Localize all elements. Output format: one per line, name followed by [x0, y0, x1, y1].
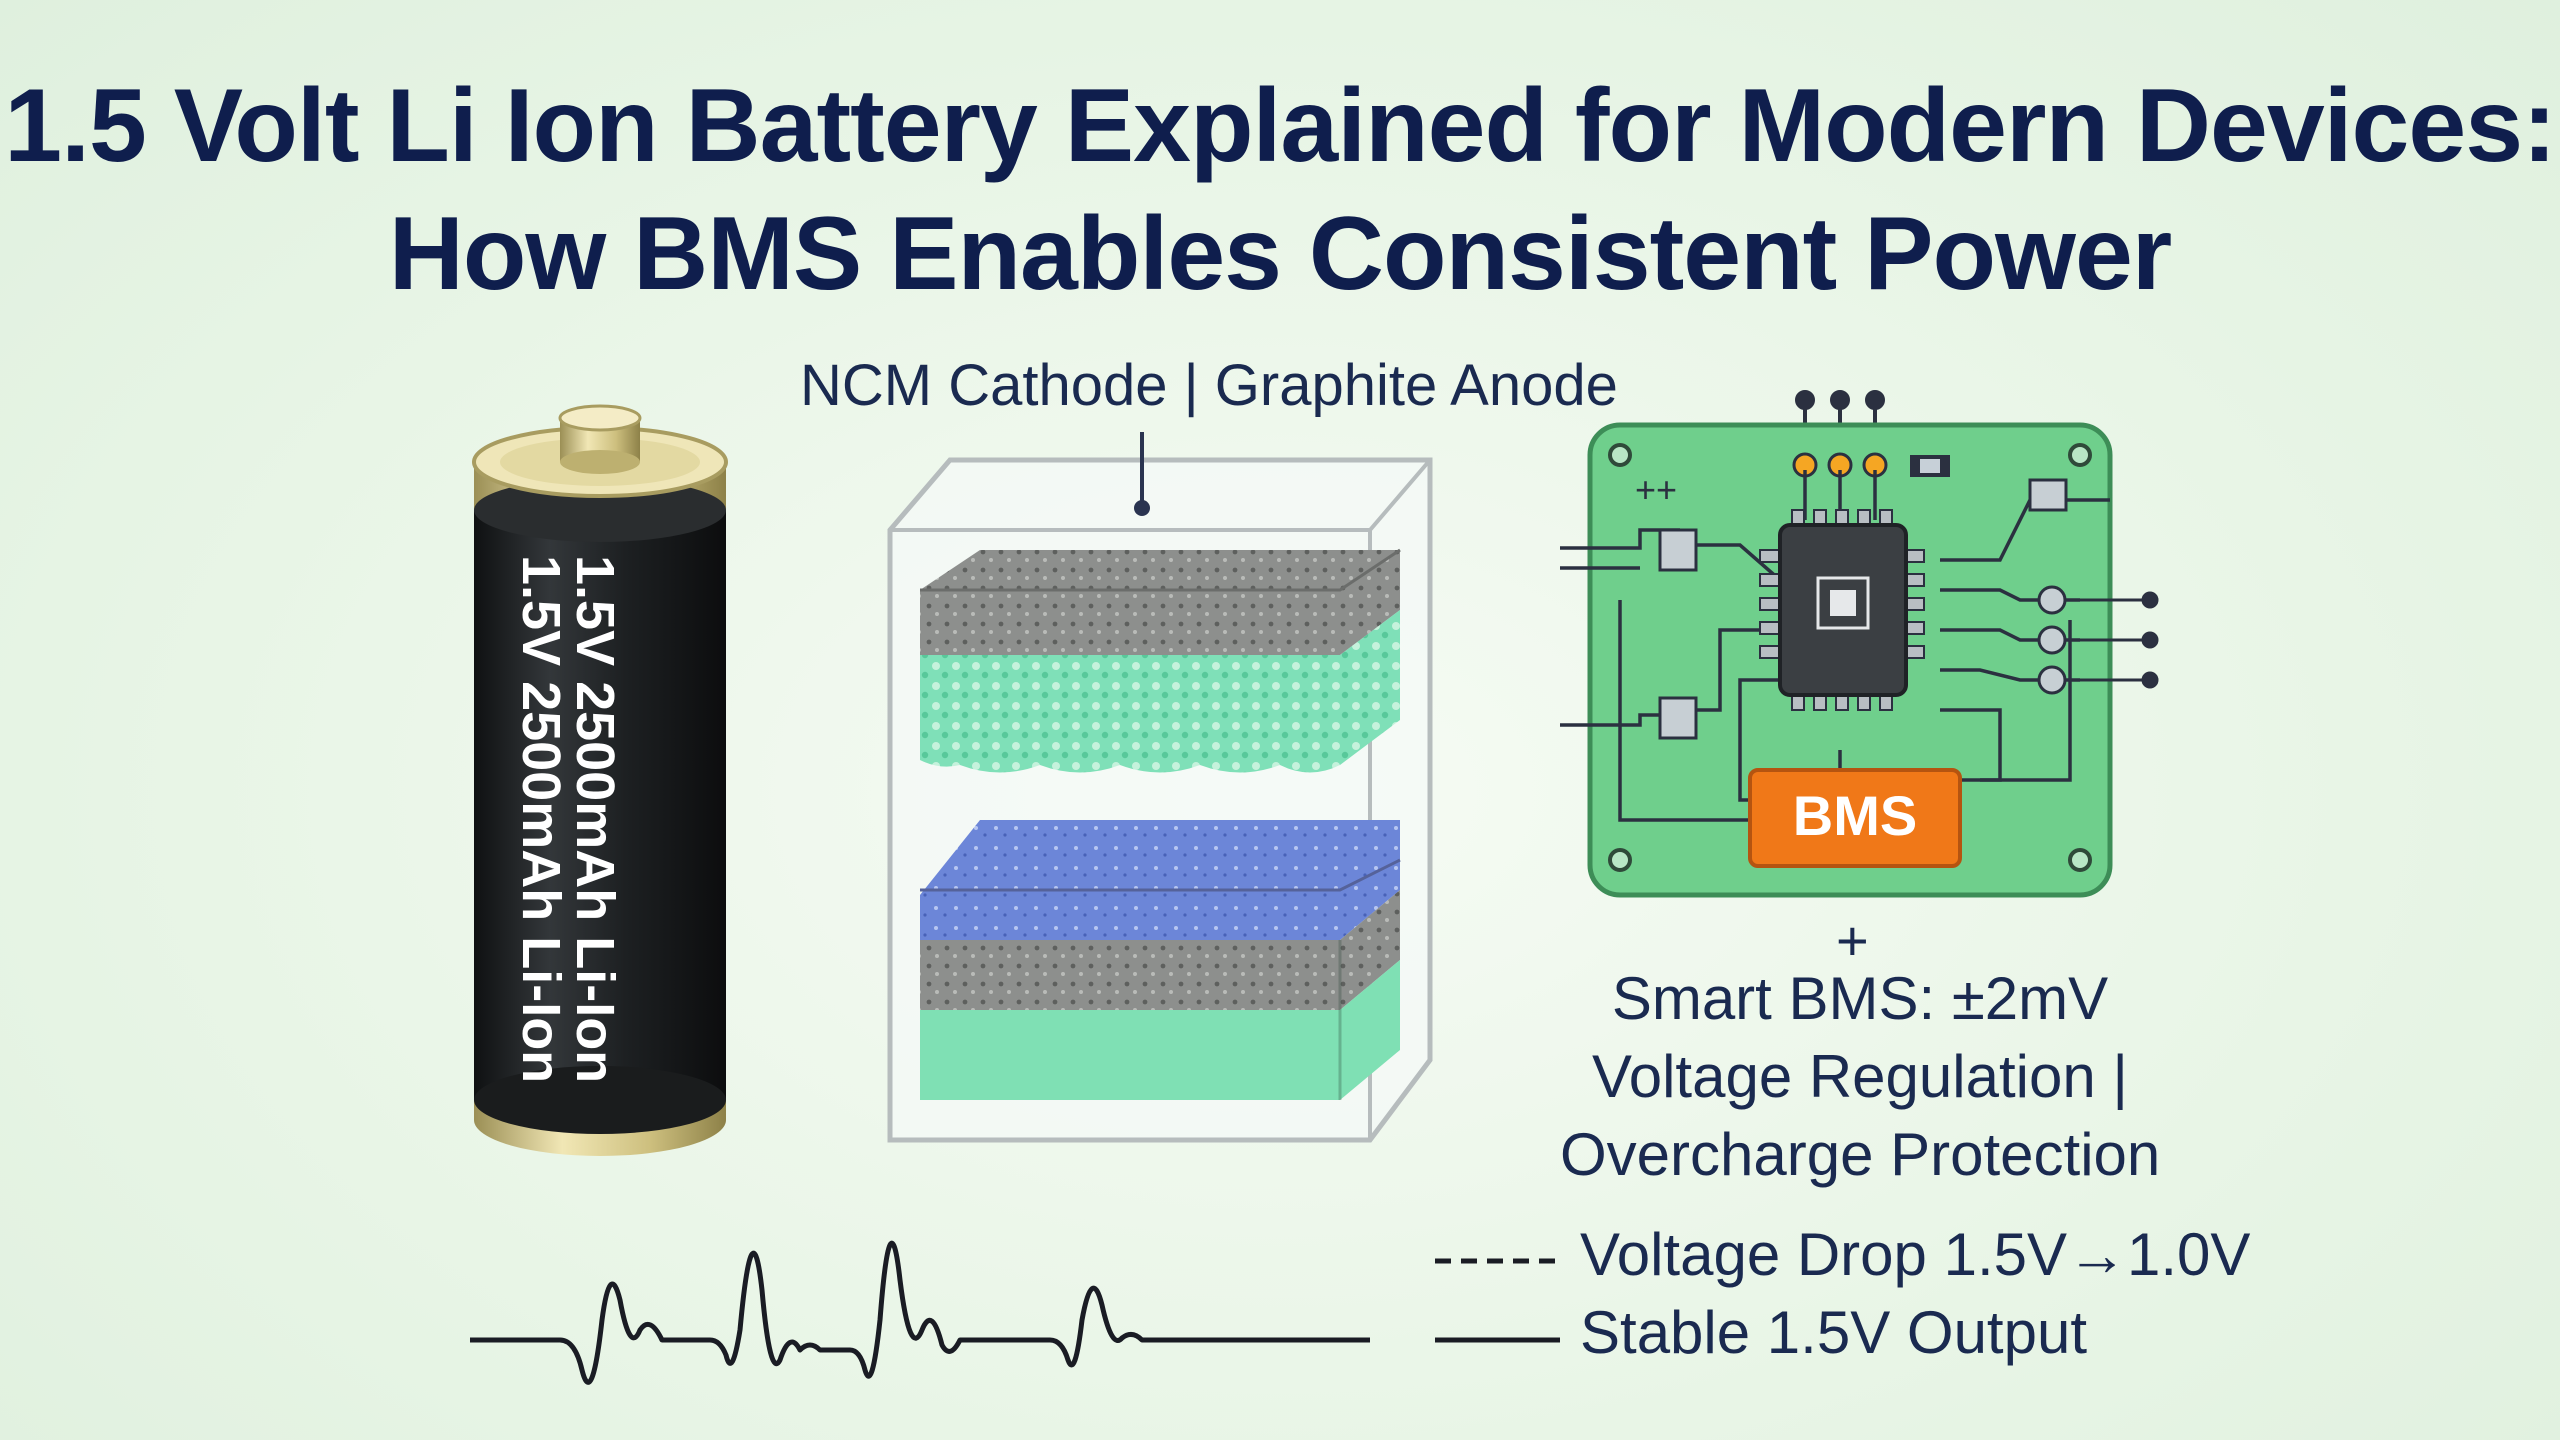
voltage-waveform	[470, 1240, 1370, 1385]
legend-dashed-label: Voltage Drop 1.5V→1.0V	[1580, 1221, 2251, 1288]
legend-dashed-line	[1435, 1258, 1560, 1264]
cell-cross-section	[887, 432, 1433, 1143]
bms-feature-line-2: Voltage Regulation |	[1592, 1043, 2128, 1110]
page-title: 1.5 Volt Li Ion Battery Explained for Mo…	[0, 62, 2560, 318]
bms-chip-label: BMS	[1793, 784, 1917, 847]
title-line-2: How BMS Enables Consistent Power	[388, 196, 2173, 312]
bms-features: Smart BMS: ±2mV Voltage Regulation | Ove…	[1560, 960, 2160, 1194]
legend-solid-label: Stable 1.5V Output	[1580, 1299, 2088, 1366]
title-line-1: 1.5 Volt Li Ion Battery Explained for Mo…	[4, 68, 2556, 184]
battery-illustration	[472, 404, 728, 1156]
bms-feature-line-1: Smart BMS: ±2mV	[1611, 965, 2109, 1032]
cell-label: NCM Cathode | Graphite Anode	[800, 353, 1618, 418]
bms-feature-line-3: Overcharge Protection	[1560, 1121, 2161, 1188]
battery-label-line-2: 1.5V 2500mAh Li-Ion	[511, 555, 571, 1084]
battery-label-line-1: 1.5V 2500mAh Li-Ion	[565, 555, 625, 1084]
plus-sign: +	[1836, 909, 1869, 972]
legend-solid-line	[1435, 1337, 1560, 1343]
bms-circuit-board: ++ BMS	[1560, 390, 2159, 898]
board-silkscreen: ++	[1635, 469, 1677, 510]
